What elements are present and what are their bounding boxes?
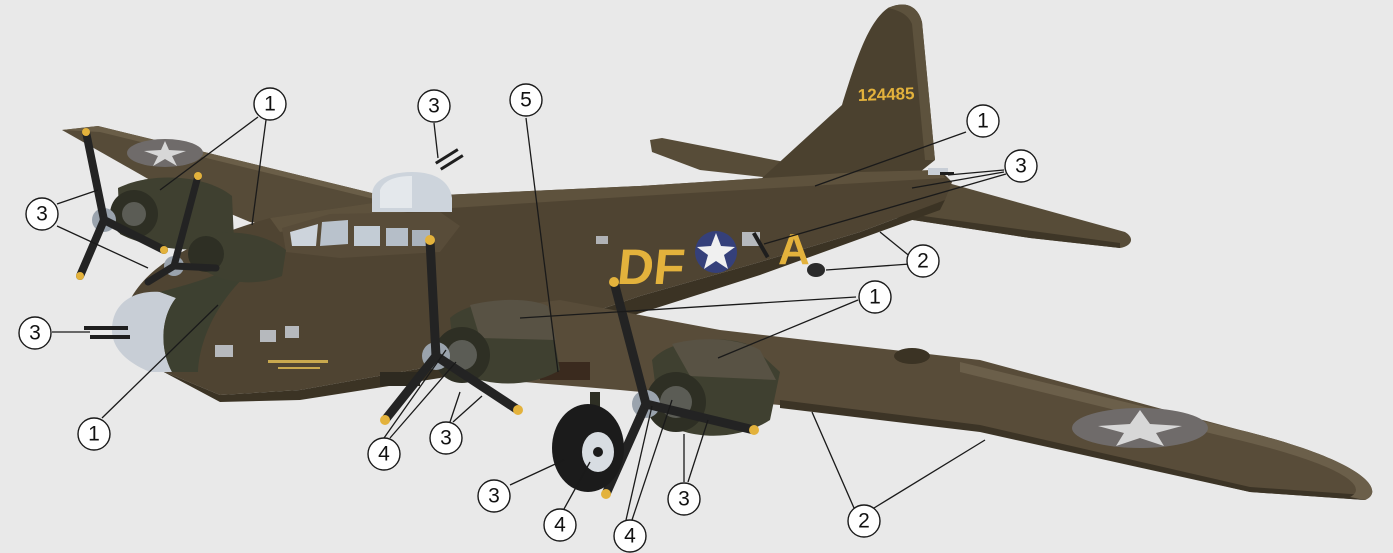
callout-1-left-engine: 1 — [253, 87, 287, 121]
svg-text:3: 3 — [29, 322, 41, 345]
aircraft-illustration: 124485 — [62, 4, 1373, 500]
svg-text:4: 4 — [554, 514, 566, 537]
tail-number: 124485 — [857, 84, 914, 105]
svg-text:3: 3 — [1015, 155, 1027, 178]
code-letters-left: DF — [615, 239, 688, 295]
svg-text:3: 3 — [678, 488, 690, 511]
callout-5-bomb-bay: 5 — [509, 83, 543, 117]
main-landing-gear — [552, 392, 624, 492]
callout-3-nose-guns: 3 — [18, 316, 52, 350]
svg-text:2: 2 — [858, 510, 870, 533]
code-letters-right: A — [778, 225, 810, 274]
tail-gun-position — [928, 168, 948, 175]
right-inboard-propeller — [380, 235, 523, 425]
right-inboard-engine — [434, 299, 560, 384]
nose-gun — [84, 326, 128, 330]
callout-3-top-turret: 3 — [417, 89, 451, 123]
callout-3-left-props: 3 — [25, 197, 59, 231]
svg-text:3: 3 — [440, 427, 452, 450]
waist-gun — [752, 232, 770, 259]
svg-text:1: 1 — [977, 110, 989, 133]
fuselage-insignia — [695, 231, 737, 273]
callout-4-wheel: 4 — [543, 508, 577, 542]
svg-text:5: 5 — [520, 89, 532, 112]
svg-text:2: 2 — [917, 250, 929, 273]
left-outboard-propeller — [76, 128, 168, 280]
leader-lines — [52, 116, 1007, 521]
left-stabilizer — [650, 138, 800, 180]
callout-markers: 1 1 1 1 2 2 3 3 3 3 3 3 — [18, 83, 1038, 553]
callout-1-right-engines: 1 — [858, 280, 892, 314]
callout-4-outboard-prop: 4 — [613, 519, 647, 553]
callout-2-stabilizer: 2 — [906, 244, 940, 278]
callout-3-landing-gear: 3 — [477, 479, 511, 513]
callout-3-outboard-engine: 3 — [667, 482, 701, 516]
svg-text:4: 4 — [378, 443, 390, 466]
callout-4-inboard-prop: 4 — [367, 437, 401, 471]
svg-text:4: 4 — [624, 525, 636, 548]
svg-text:1: 1 — [869, 286, 881, 309]
svg-text:3: 3 — [428, 95, 440, 118]
callout-1-fuselage: 1 — [966, 104, 1000, 138]
right-wing-insignia — [1072, 408, 1208, 448]
svg-text:1: 1 — [88, 423, 100, 446]
top-turret — [372, 148, 464, 212]
svg-text:1: 1 — [264, 93, 276, 116]
left-wing-insignia — [127, 139, 203, 167]
left-inboard-propeller — [144, 172, 220, 286]
vertical-tail — [760, 4, 935, 190]
tail-wheel — [807, 263, 825, 277]
callout-2-wing: 2 — [847, 504, 881, 538]
callout-1-nose: 1 — [77, 417, 111, 451]
svg-text:3: 3 — [488, 485, 500, 508]
svg-text:3: 3 — [36, 203, 48, 226]
callout-3-tail-guns: 3 — [1004, 149, 1038, 183]
callout-3-inboard-engine: 3 — [429, 421, 463, 455]
nose-section — [112, 291, 176, 372]
